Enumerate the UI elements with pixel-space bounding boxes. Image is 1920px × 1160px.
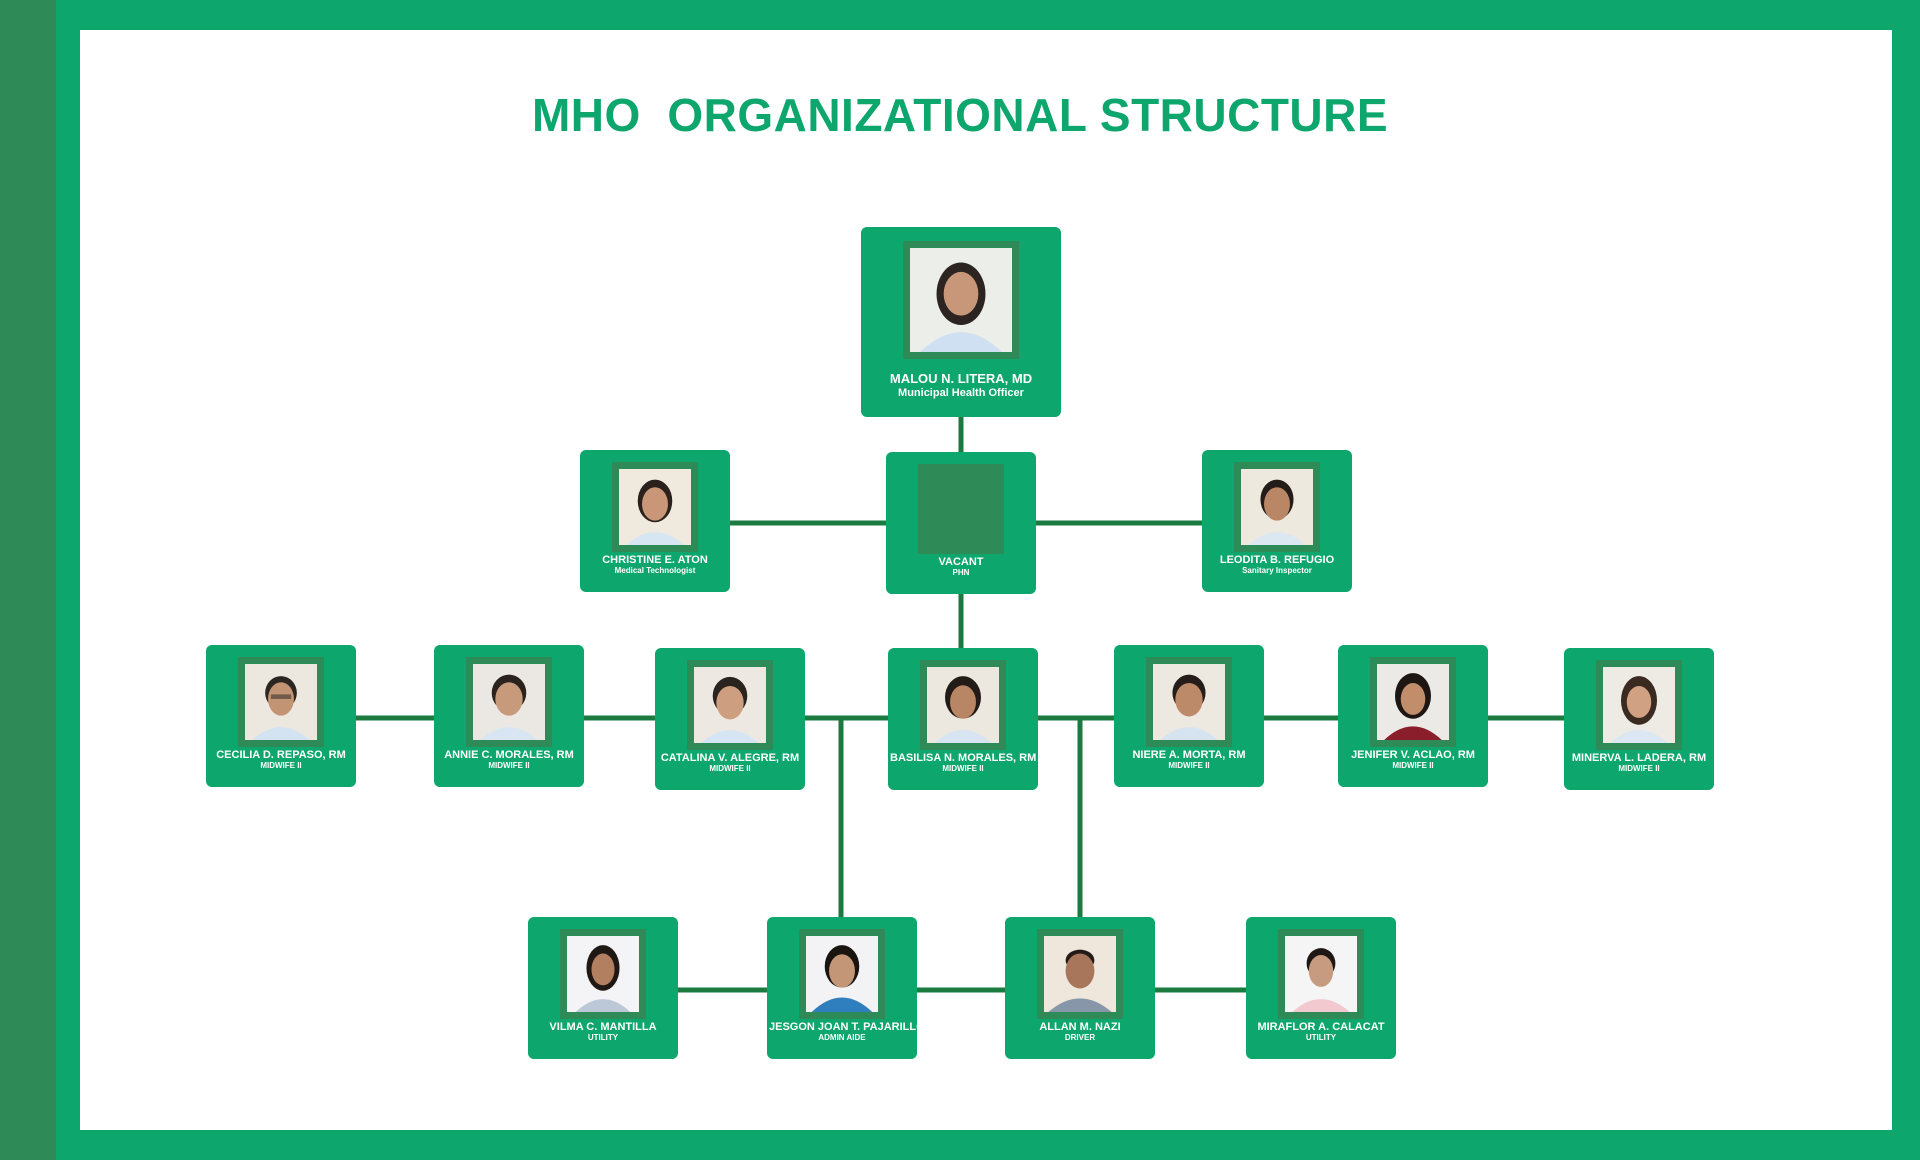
org-card-alegre[interactable]: CATALINA V. ALEGRE, RM MIDWIFE II [655, 648, 805, 790]
org-card-ladera[interactable]: MINERVA L. LADERA, RM MIDWIFE II [1564, 648, 1714, 790]
card-name: LEODITA B. REFUGIO [1219, 554, 1335, 566]
photo-frame [1146, 657, 1232, 747]
photo-frame [903, 241, 1019, 359]
org-card-aclao[interactable]: JENIFER V. ACLAO, RM MIDWIFE II [1338, 645, 1488, 787]
card-name: ALLAN M. NAZI [1039, 1021, 1121, 1033]
card-role: MIDWIFE II [942, 764, 984, 773]
frame-bottom-border [56, 1130, 1920, 1160]
portrait-photo [245, 664, 317, 740]
card-role: Medical Technologist [614, 566, 696, 575]
card-role: Sanitary Inspector [1242, 566, 1312, 575]
photo-frame [687, 660, 773, 750]
card-name: MIRAFLOR A. CALACAT [1257, 1021, 1385, 1033]
portrait-photo [473, 664, 545, 740]
card-role: MIDWIFE II [1392, 761, 1434, 770]
card-role: Municipal Health Officer [898, 387, 1024, 399]
card-name: BASILISA N. MORALES, RM [890, 752, 1037, 764]
portrait-photo [1241, 469, 1313, 545]
org-card-repaso[interactable]: CECILIA D. REPASO, RM MIDWIFE II [206, 645, 356, 787]
portrait-photo [1377, 664, 1449, 740]
photo-frame [1278, 929, 1364, 1019]
card-role: UTILITY [587, 1033, 619, 1042]
org-card-mantilla[interactable]: VILMA C. MANTILLA UTILITY [528, 917, 678, 1059]
portrait-photo [927, 667, 999, 743]
vacant-photo-placeholder [918, 464, 1004, 554]
portrait-photo [1044, 936, 1116, 1012]
card-role: DRIVER [1064, 1033, 1096, 1042]
org-card-nazi[interactable]: ALLAN M. NAZI DRIVER [1005, 917, 1155, 1059]
card-role: UTILITY [1305, 1033, 1337, 1042]
photo-frame [238, 657, 324, 747]
card-name: CHRISTINE E. ATON [602, 554, 708, 566]
photo-frame [560, 929, 646, 1019]
frame-right-border [1892, 0, 1920, 1160]
page-title: MHO ORGANIZATIONAL STRUCTURE [531, 89, 1389, 141]
photo-frame [920, 660, 1006, 750]
card-name: VACANT [938, 556, 984, 568]
org-card-morta[interactable]: NIERE A. MORTA, RM MIDWIFE II [1114, 645, 1264, 787]
card-role: MIDWIFE II [709, 764, 751, 773]
photo-frame [1370, 657, 1456, 747]
org-card-head[interactable]: MALOU N. LITERA, MD Municipal Health Off… [861, 227, 1061, 417]
photo-frame [612, 462, 698, 552]
org-card-basilisa-morales[interactable]: BASILISA N. MORALES, RM MIDWIFE II [888, 648, 1038, 790]
card-name: MINERVA L. LADERA, RM [1571, 752, 1707, 764]
photo-frame [1037, 929, 1123, 1019]
card-name: JENIFER V. ACLAO, RM [1351, 749, 1475, 761]
card-name: JESGON JOAN T. PAJARILLO [769, 1021, 925, 1033]
card-role: MIDWIFE II [488, 761, 530, 770]
card-role: ADMIN AIDE [818, 1033, 866, 1042]
card-name: NIERE A. MORTA, RM [1132, 749, 1246, 761]
card-name: ANNIE C. MORALES, RM [444, 749, 574, 761]
org-card-sanitary[interactable]: LEODITA B. REFUGIO Sanitary Inspector [1202, 450, 1352, 592]
card-name: VILMA C. MANTILLA [549, 1021, 657, 1033]
portrait-photo [1603, 667, 1675, 743]
org-card-medtech[interactable]: CHRISTINE E. ATON Medical Technologist [580, 450, 730, 592]
card-name: CECILIA D. REPASO, RM [216, 749, 346, 761]
org-card-calacat[interactable]: MIRAFLOR A. CALACAT UTILITY [1246, 917, 1396, 1059]
photo-frame [1596, 660, 1682, 750]
portrait-photo [567, 936, 639, 1012]
side-band [0, 0, 56, 1160]
card-name: CATALINA V. ALEGRE, RM [660, 752, 800, 764]
portrait-photo [806, 936, 878, 1012]
portrait-photo [1285, 936, 1357, 1012]
portrait-photo [694, 667, 766, 743]
card-role: MIDWIFE II [1618, 764, 1660, 773]
frame-left-border [56, 0, 80, 1160]
card-role: PHN [952, 568, 970, 577]
photo-frame [1234, 462, 1320, 552]
portrait-photo [619, 469, 691, 545]
org-card-pajarillo[interactable]: JESGON JOAN T. PAJARILLO ADMIN AIDE [767, 917, 925, 1059]
photo-frame [799, 929, 885, 1019]
frame-top-border [56, 0, 1920, 30]
portrait-photo [1153, 664, 1225, 740]
card-role: MIDWIFE II [260, 761, 302, 770]
card-name: MALOU N. LITERA, MD [889, 371, 1033, 386]
portrait-photo [910, 248, 1012, 352]
photo-frame [466, 657, 552, 747]
card-role: MIDWIFE II [1168, 761, 1210, 770]
org-card-annie-morales[interactable]: ANNIE C. MORALES, RM MIDWIFE II [434, 645, 584, 787]
org-card-phn[interactable]: VACANT PHN [886, 452, 1036, 594]
